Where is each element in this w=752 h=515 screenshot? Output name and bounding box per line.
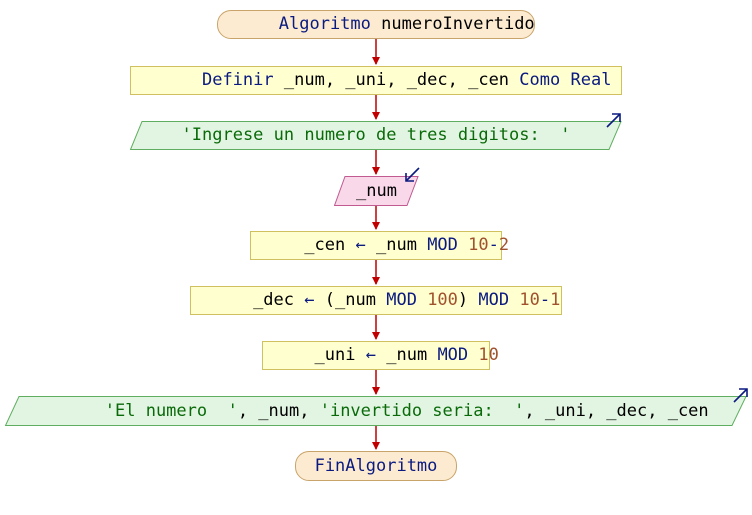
- open-paren: (: [324, 290, 336, 310]
- define-var-list: _num, _uni, _dec, _cen: [283, 70, 510, 90]
- mod-keyword: MOD: [478, 290, 510, 310]
- assign-target: _cen: [304, 235, 346, 255]
- close-paren: ): [457, 290, 469, 310]
- result-output-block[interactable]: 'El numero ', _num, 'invertido seria: ',…: [5, 396, 747, 426]
- mod-keyword: MOD: [437, 345, 469, 365]
- assign-operator: ←: [304, 290, 315, 310]
- number-literal: 100: [427, 290, 458, 310]
- mod-keyword: MOD: [427, 235, 458, 255]
- number-literal: 10: [478, 345, 499, 365]
- algoritmo-keyword: Algoritmo: [278, 14, 371, 34]
- number-literal: 10: [519, 290, 540, 310]
- como-keyword: Como: [519, 70, 561, 90]
- output-separator: , _num,: [237, 400, 320, 421]
- read-variable: _num: [356, 180, 397, 201]
- real-type: Real: [570, 70, 612, 90]
- output-arrow-icon: [733, 388, 748, 403]
- output-string: 'invertido seria: ': [319, 400, 525, 421]
- parallelogram-shape: [334, 176, 419, 206]
- prompt-string: 'Ingrese un numero de tres digitos: ': [181, 125, 571, 145]
- output-var-list: , _uni, _dec, _cen: [524, 400, 709, 421]
- finalgoritmo-keyword: FinAlgoritmo: [314, 455, 438, 476]
- parallelogram-shape: [5, 396, 747, 426]
- assign-source-var: _num: [335, 290, 376, 310]
- algorithm-name: numeroInvertido: [381, 14, 535, 34]
- number-literal: 2: [498, 235, 510, 255]
- output-string: 'El numero ': [104, 400, 238, 421]
- assign-target: _dec: [253, 290, 295, 310]
- minus-operator: -: [488, 235, 499, 255]
- assign-source-var: _num: [386, 345, 428, 365]
- prompt-output-block[interactable]: 'Ingrese un numero de tres digitos: ': [130, 121, 622, 150]
- parallelogram-shape: [130, 121, 622, 150]
- definir-keyword: Definir: [201, 70, 274, 90]
- assign-cen-block[interactable]: _cen ← _num MOD 10-2: [250, 231, 509, 260]
- start-terminal[interactable]: Algoritmo numeroInvertido: [217, 10, 535, 39]
- input-arrow-icon: [405, 167, 420, 182]
- number-literal: 10: [468, 235, 489, 255]
- output-arrow-icon: [606, 113, 621, 128]
- assign-uni-block[interactable]: _uni ← _num MOD 10: [262, 341, 499, 370]
- assign-dec-block[interactable]: _dec ← (_num MOD 100) MOD 10-1: [190, 286, 562, 315]
- mod-keyword: MOD: [386, 290, 417, 310]
- define-variables-block[interactable]: Definir _num, _uni, _dec, _cen Como Real: [130, 66, 622, 95]
- assign-operator: ←: [365, 345, 376, 365]
- read-input-block[interactable]: _num: [334, 176, 419, 206]
- assign-source-var: _num: [375, 235, 417, 255]
- number-literal: 1: [550, 290, 561, 310]
- end-terminal[interactable]: FinAlgoritmo: [295, 451, 457, 481]
- minus-operator: -: [539, 290, 551, 310]
- assign-operator: ←: [355, 235, 366, 255]
- assign-target: _uni: [314, 345, 356, 365]
